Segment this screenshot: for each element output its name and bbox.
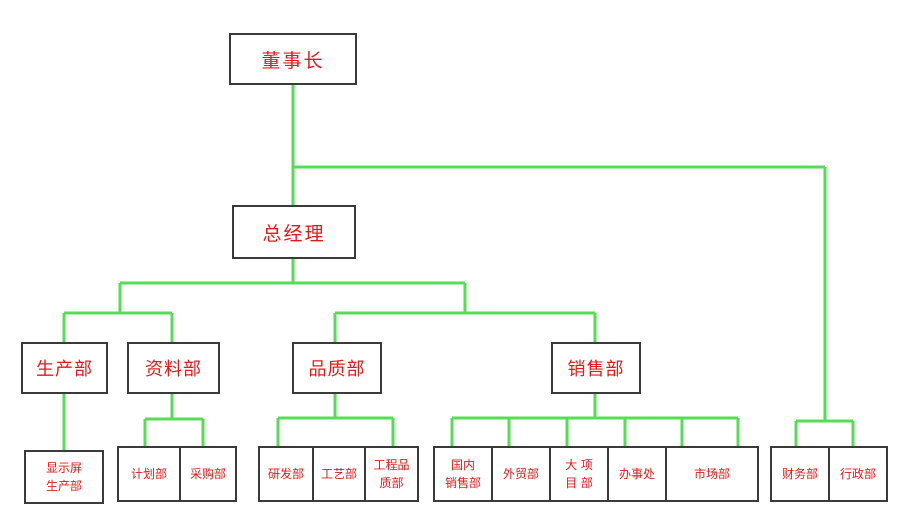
purchasing-box: 采购部 <box>179 446 237 502</box>
major-projects-box: 大 项 目 部 <box>549 446 609 502</box>
materials-dept-box: 资料部 <box>127 342 220 394</box>
rnd-box: 研发部 <box>258 446 314 502</box>
marketing-box: 市场部 <box>665 446 759 502</box>
domestic-sales-box: 国内 销售部 <box>433 446 493 502</box>
office-box: 办事处 <box>607 446 667 502</box>
chairman-box: 董事长 <box>229 33 357 85</box>
engineering-quality-box: 工程品 质部 <box>364 446 419 502</box>
sales-dept-box: 销售部 <box>551 342 641 394</box>
planning-box: 计划部 <box>117 446 181 502</box>
finance-box: 财务部 <box>770 446 830 502</box>
admin-box: 行政部 <box>828 446 888 502</box>
general-manager-box: 总经理 <box>232 205 356 259</box>
quality-dept-box: 品质部 <box>292 342 382 394</box>
production-dept-box: 生产部 <box>21 342 108 394</box>
display-production-box: 显示屏 生产部 <box>24 450 104 504</box>
process-box: 工艺部 <box>312 446 366 502</box>
foreign-trade-box: 外贸部 <box>491 446 551 502</box>
